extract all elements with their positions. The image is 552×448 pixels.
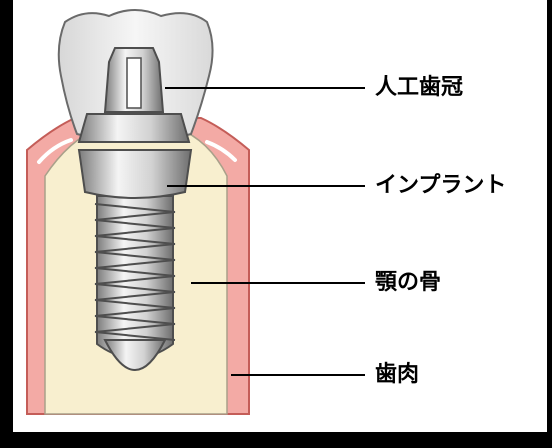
implant-abutment-collar [79,150,191,198]
implant-screw [95,196,175,370]
label-artificial-crown: 人工歯冠 [375,77,463,99]
label-gum: 歯肉 [375,364,419,386]
label-jaw-bone: 顎の骨 [375,272,441,294]
label-implant: インプラント [375,175,506,197]
implant-diagram [13,0,547,432]
diagram-panel: 人工歯冠 インプラント 顎の骨 歯肉 [13,0,547,432]
